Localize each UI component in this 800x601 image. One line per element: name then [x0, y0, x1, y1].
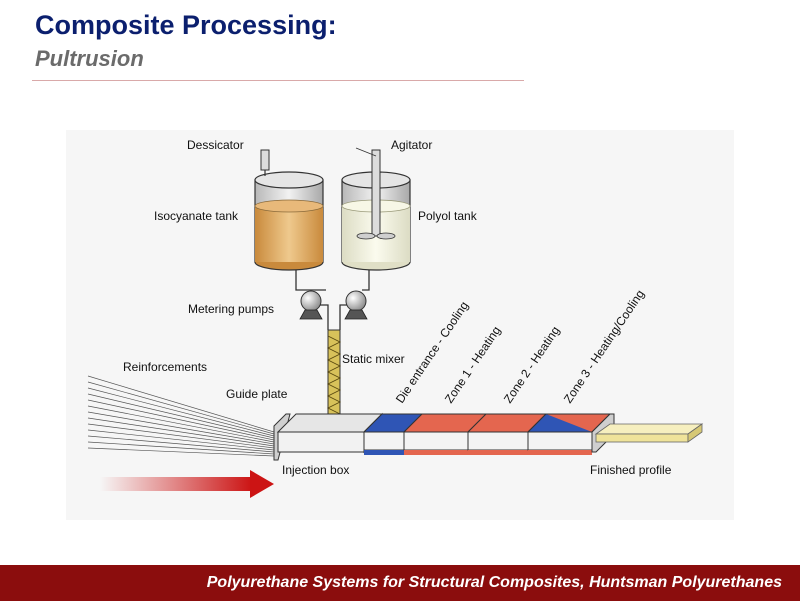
footer-bar: Polyurethane Systems for Structural Comp…	[0, 565, 800, 601]
pultrusion-diagram: Dessicator Agitator Isocyanate tank Poly…	[66, 130, 734, 520]
label-reinforcements: Reinforcements	[123, 360, 207, 374]
label-isocyanate-tank: Isocyanate tank	[154, 209, 239, 223]
polyol-tank	[341, 149, 411, 271]
metering-pumps	[299, 290, 368, 320]
footer-text: Polyurethane Systems for Structural Comp…	[206, 574, 782, 591]
label-agitator: Agitator	[391, 138, 432, 152]
label-injection-box: Injection box	[282, 463, 349, 477]
title-divider	[32, 80, 524, 81]
label-guide-plate: Guide plate	[226, 387, 288, 401]
zone-3-heating-cooling	[526, 413, 612, 455]
label-zone-3: Zone 3 - Heating/Cooling	[561, 287, 647, 405]
pull-direction-arrow	[100, 470, 274, 498]
zone-1-heating	[402, 413, 488, 455]
label-polyol-tank: Polyol tank	[418, 209, 478, 223]
page-title: Composite Processing:	[35, 10, 337, 40]
finished-profile	[594, 423, 704, 443]
isocyanate-tank	[254, 149, 324, 271]
leader-lines	[355, 147, 377, 157]
label-static-mixer: Static mixer	[342, 352, 405, 366]
die-entrance-cooling	[362, 413, 424, 455]
label-dessicator: Dessicator	[187, 138, 244, 152]
label-zone-2: Zone 2 - Heating	[501, 324, 563, 406]
label-finished-profile: Finished profile	[590, 463, 672, 477]
reinforcement-fibers	[87, 375, 275, 457]
page-subtitle: Pultrusion	[35, 46, 144, 71]
zone-2-heating	[466, 413, 548, 455]
label-metering-pumps: Metering pumps	[188, 302, 274, 316]
